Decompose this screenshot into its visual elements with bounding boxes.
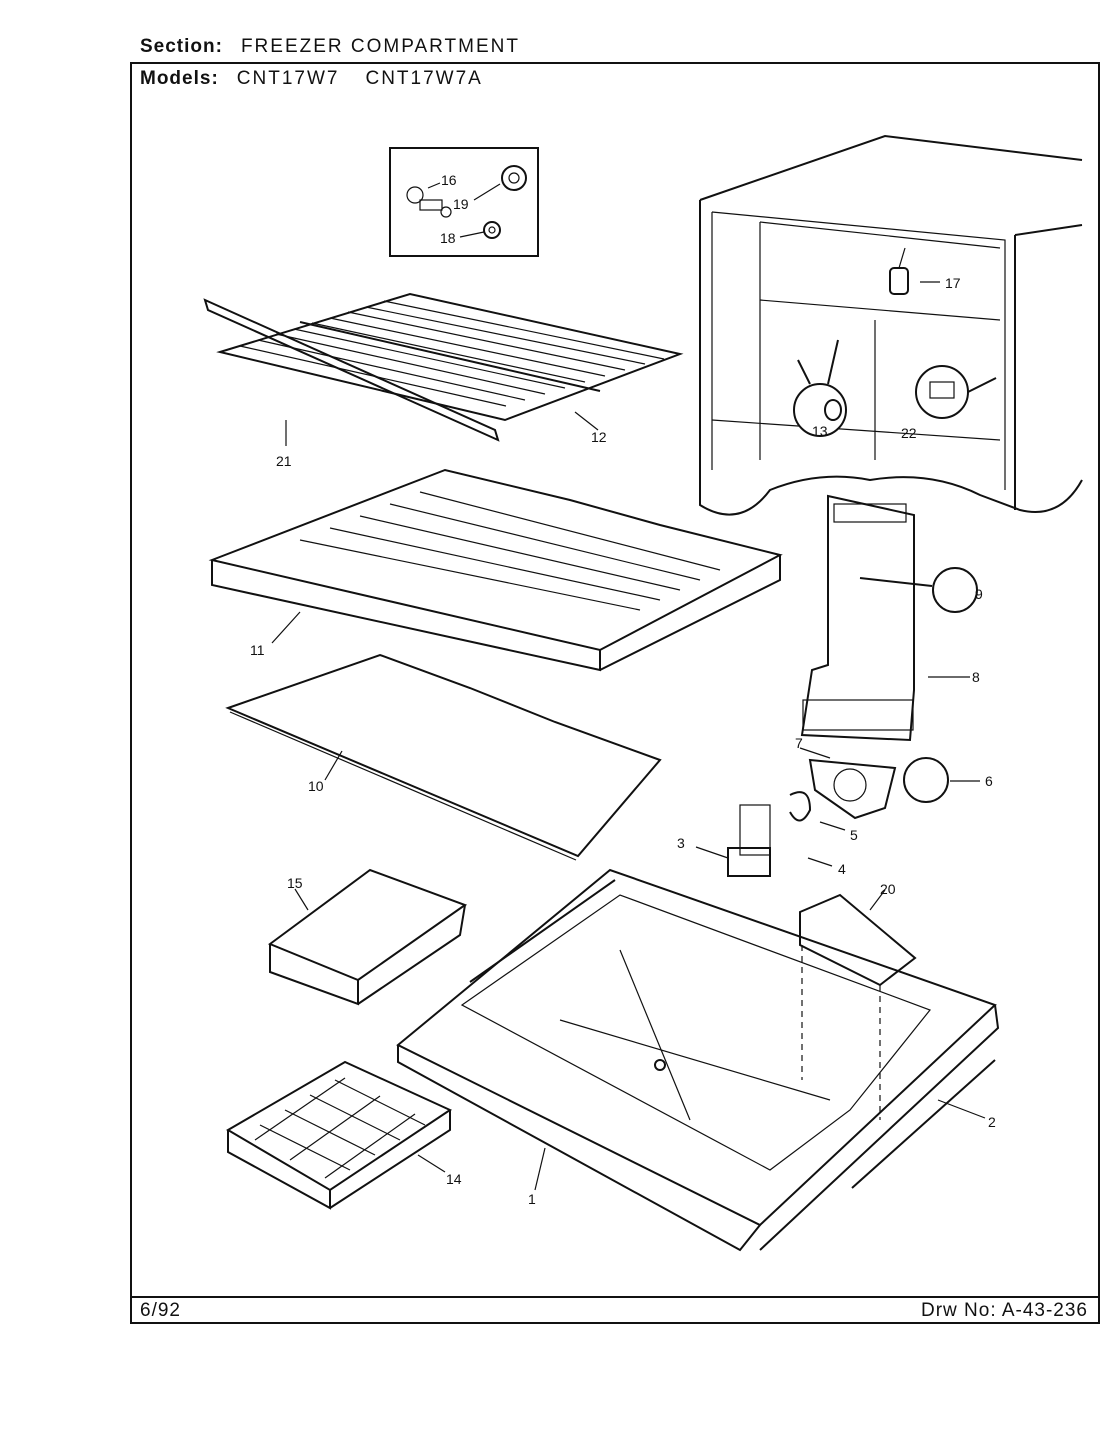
- callout-2: 2: [988, 1114, 996, 1130]
- part-2-gasket-drawing: [469, 879, 996, 1189]
- drawing-frame: [130, 62, 1100, 1324]
- inset-box: [389, 147, 539, 257]
- footer-rule: [130, 1296, 1100, 1298]
- part-14-ice-tray-drawing: [226, 1060, 453, 1210]
- callout-13: 13: [812, 423, 828, 439]
- part-10-glass-drawing: [225, 653, 662, 861]
- models-label: Models:: [140, 68, 219, 89]
- callout-8: 8: [972, 669, 980, 685]
- callout-labels: 16 19 18 17 13 22 12 21 9 11 8 7 6 10 5 …: [250, 172, 996, 1207]
- callout-9: 9: [975, 586, 983, 602]
- callout-14: 14: [446, 1171, 462, 1187]
- models-heading: Models: CNT17W7 CNT17W7A: [140, 68, 483, 90]
- callout-15: 15: [287, 875, 303, 891]
- callout-6: 6: [985, 773, 993, 789]
- callout-20: 20: [880, 881, 896, 897]
- model-2: CNT17W7A: [365, 68, 483, 89]
- part-15-ice-bin-drawing: [267, 868, 468, 1006]
- callout-21: 21: [276, 453, 292, 469]
- callout-3: 3: [677, 835, 685, 851]
- callout-19: 19: [453, 196, 469, 212]
- callout-7: 7: [795, 735, 803, 751]
- part-20-cover-drawing: [799, 893, 917, 1120]
- callout-12: 12: [591, 429, 607, 445]
- callout-5: 5: [850, 827, 858, 843]
- footer-date: 6/92: [140, 1300, 181, 1321]
- part-21-trim-drawing: [203, 298, 500, 442]
- part-18-drawing: [483, 221, 501, 239]
- callout-10: 10: [308, 778, 324, 794]
- freezer-cabinet-drawing: [699, 134, 1083, 516]
- footer-drawing-number: Drw No: A-43-236: [920, 1300, 1088, 1321]
- fan-assembly-drawing: [727, 757, 949, 877]
- model-1: CNT17W7: [236, 68, 340, 89]
- leader-lines: [271, 281, 986, 1191]
- part-19-drawing: [501, 165, 527, 191]
- callout-11: 11: [250, 642, 265, 658]
- callout-17: 17: [945, 275, 961, 291]
- section-heading: Section: FREEZER COMPARTMENT: [140, 36, 520, 58]
- section-value: FREEZER COMPARTMENT: [240, 36, 520, 57]
- part-16-drawing: [406, 186, 452, 218]
- part-8-duct-drawing: [800, 494, 978, 742]
- callout-1: 1: [528, 1191, 536, 1207]
- part-12-wire-shelf-drawing: [216, 292, 684, 422]
- callout-4: 4: [838, 861, 846, 877]
- callout-22: 22: [901, 425, 917, 441]
- callout-16: 16: [441, 172, 457, 188]
- section-label: Section:: [140, 36, 223, 57]
- callout-18: 18: [440, 230, 456, 246]
- part-1-pan-drawing: [396, 868, 1000, 1252]
- part-11-shelf-drawing: [208, 468, 783, 672]
